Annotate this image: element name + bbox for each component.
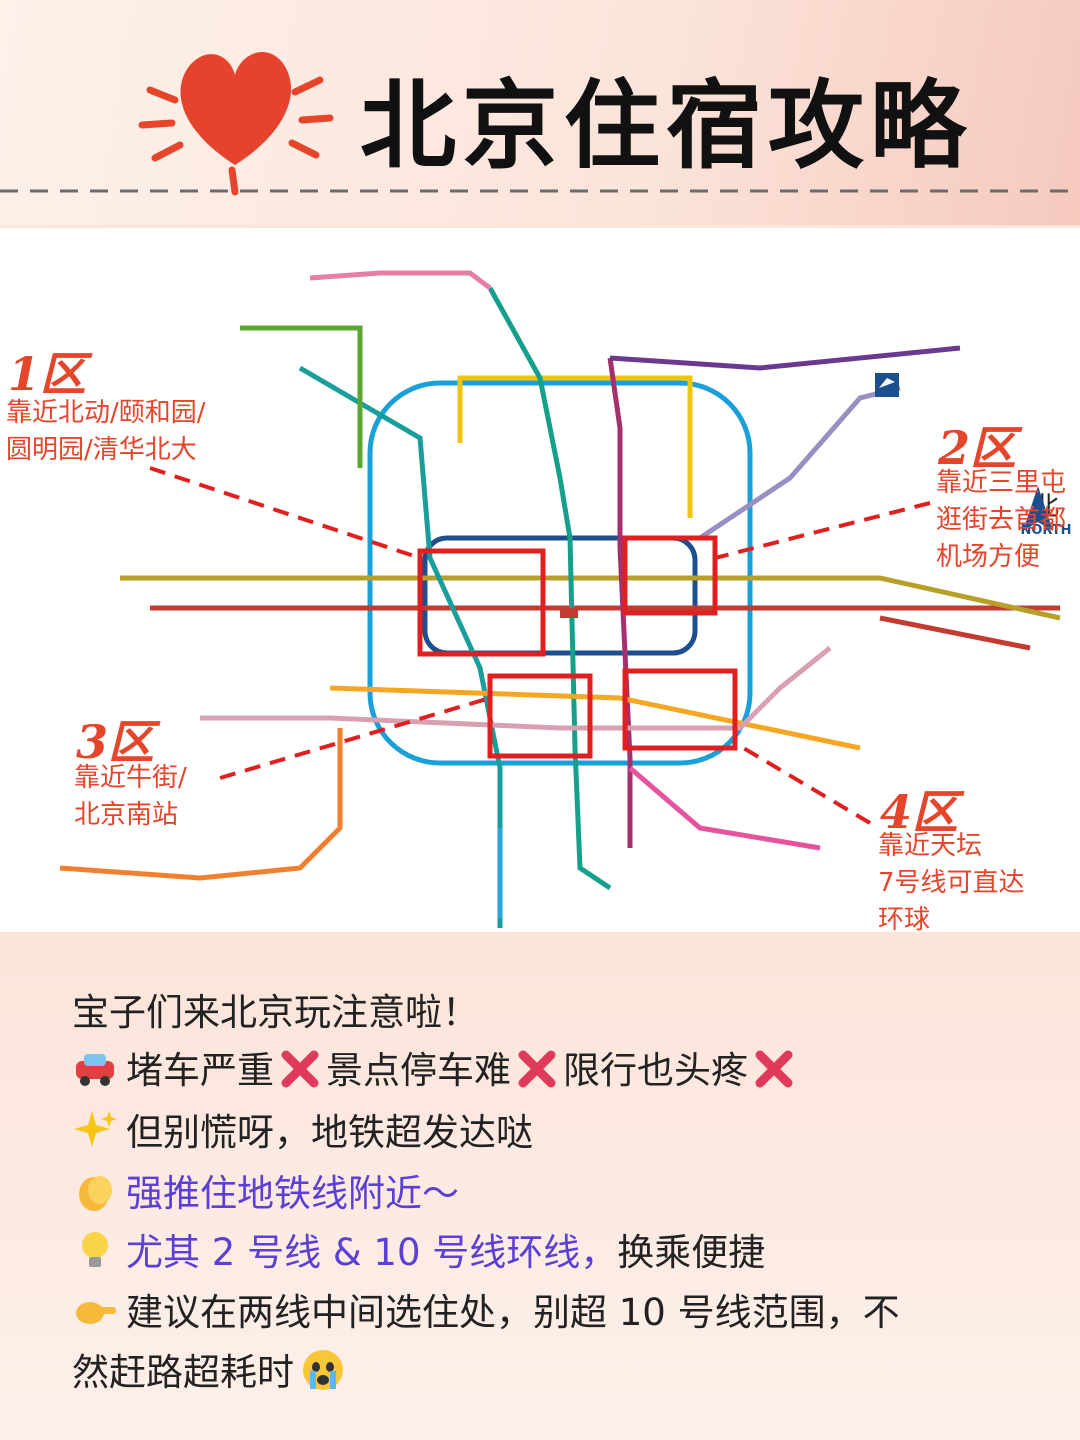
subway-map: 北 NORTH [0,228,1080,932]
zone-box-west [417,548,546,657]
zone-2-title: 2区 [938,421,1017,475]
zone-1-desc: 靠近北动/颐和园/圆明园/清华北大 [6,398,206,465]
tiananmen-icon [560,608,578,618]
car-icon [76,1054,114,1086]
zone-box-2 [622,535,718,616]
line-5 [607,357,633,848]
line-14 [200,646,832,731]
zone-1-title: 1区 [8,347,87,401]
note-traffic: 堵车严重景点停车难限行也头疼 [72,1040,800,1094]
sparkles-icon [74,1111,117,1147]
cross-icon [281,1050,319,1088]
zone-box-4 [622,668,738,751]
note-advice: 建议在两线中间选住处，别超 10 号线范围，不 [72,1282,900,1336]
cry-icon [303,1350,343,1390]
line-batong [879,615,1031,651]
line-changping [309,270,492,290]
note-recommend: 强推住地铁线附近～ [72,1163,459,1217]
clap-icon [79,1176,112,1211]
north-arrow-icon [1023,486,1053,531]
subway-map-svg [59,270,1061,928]
zone-4-title: 4区 [880,785,959,839]
intro-line: 宝子们来北京玩注意啦！ [72,991,479,1034]
zone-3-title: 3区 [76,715,155,769]
line-13 [457,375,693,518]
line-airport [698,385,901,541]
line-yizhuang [628,766,821,851]
header: 北京住宿攻略 [0,0,1080,225]
bulb-icon [82,1232,108,1267]
zone-boxes [417,535,738,759]
line-15 [609,345,961,371]
cross-icon [518,1050,556,1088]
point-icon [76,1302,116,1324]
note-advice-cont: 然赶路超耗时 [72,1342,354,1396]
line-4 [298,365,503,928]
divider [0,189,1080,193]
line-fangshan [59,728,343,881]
heart-icon [138,52,334,196]
note-subway: 但别慌呀，地铁超发达哒 [72,1102,533,1156]
line-10-loop [367,380,753,766]
notes-section [0,932,1080,1440]
line-6 [120,575,1061,621]
line-7 [329,685,861,751]
cross-icon [755,1050,793,1088]
zone-pointers [149,466,931,825]
compass: 北 NORTH [1018,486,1074,538]
zone-3-desc: 靠近牛街/北京南站 [74,763,187,830]
note-lines: 尤其 2 号线 & 10 号线环线，换乘便捷 [72,1222,765,1276]
compass-en: NORTH [1020,523,1072,538]
line-8 [487,286,612,891]
zone-box-3 [487,673,593,759]
line-16 [240,325,363,468]
page-title: 北京住宿攻略 [360,70,972,182]
line-2-loop [422,535,698,656]
zone-2-desc: 靠近三里屯逛街去首都机场方便 [936,468,1067,572]
